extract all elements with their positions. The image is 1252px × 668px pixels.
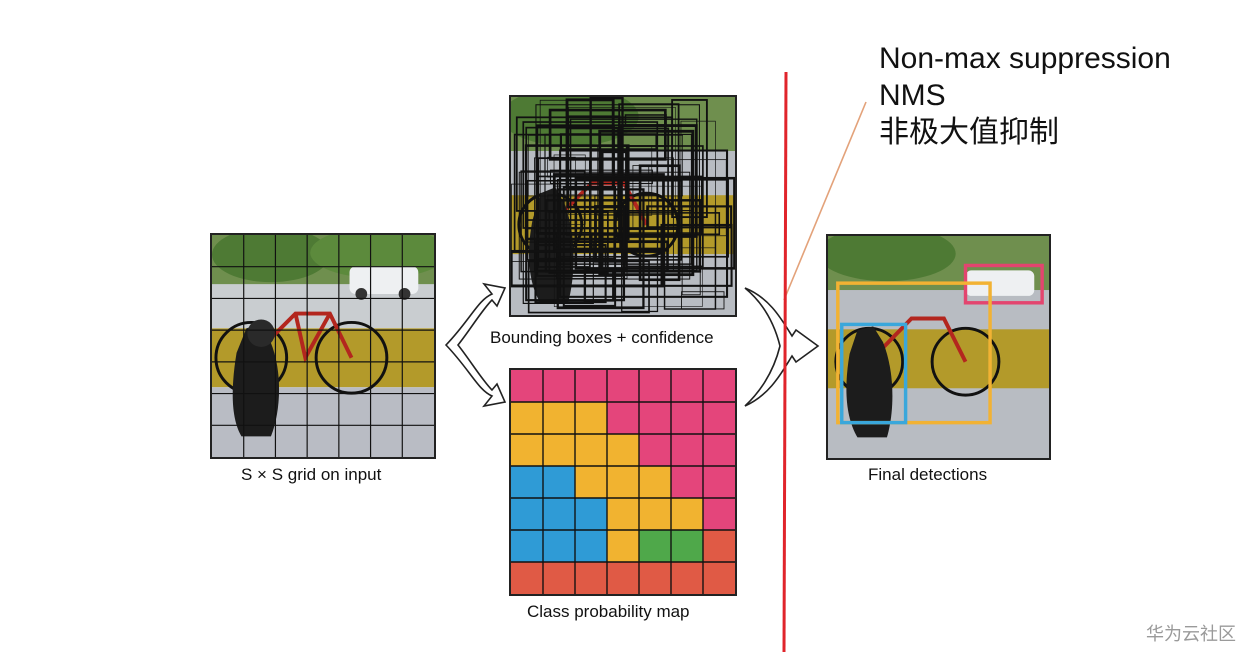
input-photo-grid [212, 235, 434, 457]
candidate-box [520, 170, 586, 273]
classmap-caption: Class probability map [527, 602, 690, 621]
nms-chinese: 非极大值抑制 [879, 116, 1059, 149]
final-detections-photo [828, 236, 1049, 458]
candidate-box [594, 205, 626, 263]
boxes-caption: Bounding boxes + confidence [490, 328, 714, 347]
class-cell-pink [703, 466, 735, 498]
candidate-box [536, 125, 615, 260]
watermark: 华为云社区 [1146, 624, 1236, 645]
final-detections-panel [826, 234, 1051, 460]
class-cell-red [703, 562, 735, 594]
class-cell-pink [607, 402, 639, 434]
class-cell-yellow [575, 466, 607, 498]
class-cell-pink [703, 498, 735, 530]
candidate-box [568, 107, 676, 215]
class-cell-pink [639, 370, 671, 402]
class-cell-pink [607, 370, 639, 402]
class-cell-yellow [575, 402, 607, 434]
class-cell-pink [639, 402, 671, 434]
class-cell-blue [511, 530, 543, 562]
grid-caption: S × S grid on input [241, 465, 382, 484]
class-cell-blue [543, 498, 575, 530]
class-cell-pink [543, 370, 575, 402]
class-cell-pink [703, 402, 735, 434]
class-cell-blue [543, 530, 575, 562]
class-cell-yellow [543, 402, 575, 434]
class-cell-yellow [639, 498, 671, 530]
class-cell-yellow [511, 402, 543, 434]
candidate-box [511, 183, 604, 262]
candidate-box [559, 133, 658, 151]
candidate-box [671, 99, 708, 219]
class-cell-pink [671, 434, 703, 466]
class-cell-yellow [671, 498, 703, 530]
candidate-box [548, 211, 609, 274]
class-cell-blue [543, 466, 575, 498]
class-cell-blue [575, 498, 607, 530]
class-cell-yellow [607, 434, 639, 466]
final-caption: Final detections [868, 465, 988, 484]
class-cell-pink [671, 466, 703, 498]
class-cell-yellow [607, 530, 639, 562]
class-cell-yellow [575, 434, 607, 466]
class-cell-pink [703, 370, 735, 402]
class-cell-yellow [607, 466, 639, 498]
candidate-box [534, 157, 674, 273]
candidate-box [511, 249, 665, 288]
class-cell-green [671, 530, 703, 562]
candidate-box [565, 159, 727, 237]
nms-title: Non-max suppression [879, 42, 1171, 75]
candidate-box [562, 186, 617, 307]
candidate-box [553, 185, 703, 307]
class-cell-yellow [511, 434, 543, 466]
class-cell-yellow [639, 466, 671, 498]
class-cell-red [671, 562, 703, 594]
nms-annotation: Non-max suppression NMS 非极大值抑制 [879, 40, 1171, 151]
candidate-box [660, 223, 733, 287]
class-cell-green [639, 530, 671, 562]
class-cell-red [543, 562, 575, 594]
class-cell-red [639, 562, 671, 594]
class-cell-pink [671, 370, 703, 402]
candidate-box [569, 118, 698, 272]
class-cell-red [703, 530, 735, 562]
candidate-box [527, 135, 683, 197]
class-probability-map [511, 370, 735, 594]
input-grid-panel [210, 233, 436, 459]
class-cell-blue [511, 466, 543, 498]
class-cell-red [511, 562, 543, 594]
class-cell-pink [575, 370, 607, 402]
class-cell-pink [511, 370, 543, 402]
dog-detection-box [840, 322, 908, 425]
class-cell-red [575, 562, 607, 594]
candidate-box [574, 176, 735, 270]
red-divider-line [782, 71, 788, 653]
class-cell-pink [671, 402, 703, 434]
nms-acronym: NMS [879, 79, 946, 112]
candidate-box [638, 164, 681, 282]
class-probability-panel [509, 368, 737, 596]
candidate-box [558, 175, 693, 265]
bicycle-detection-box [836, 281, 992, 425]
class-cell-pink [639, 434, 671, 466]
merge-arrow-icon [744, 287, 820, 407]
class-cell-yellow [607, 498, 639, 530]
candidate-box [598, 129, 695, 277]
class-cell-yellow [543, 434, 575, 466]
class-cell-blue [575, 530, 607, 562]
class-cell-red [607, 562, 639, 594]
bounding-boxes-panel [509, 95, 737, 317]
class-cell-pink [703, 434, 735, 466]
candidate-box [535, 104, 700, 234]
bounding-boxes-photo [511, 97, 735, 315]
candidate-box [680, 120, 716, 249]
class-cell-blue [511, 498, 543, 530]
